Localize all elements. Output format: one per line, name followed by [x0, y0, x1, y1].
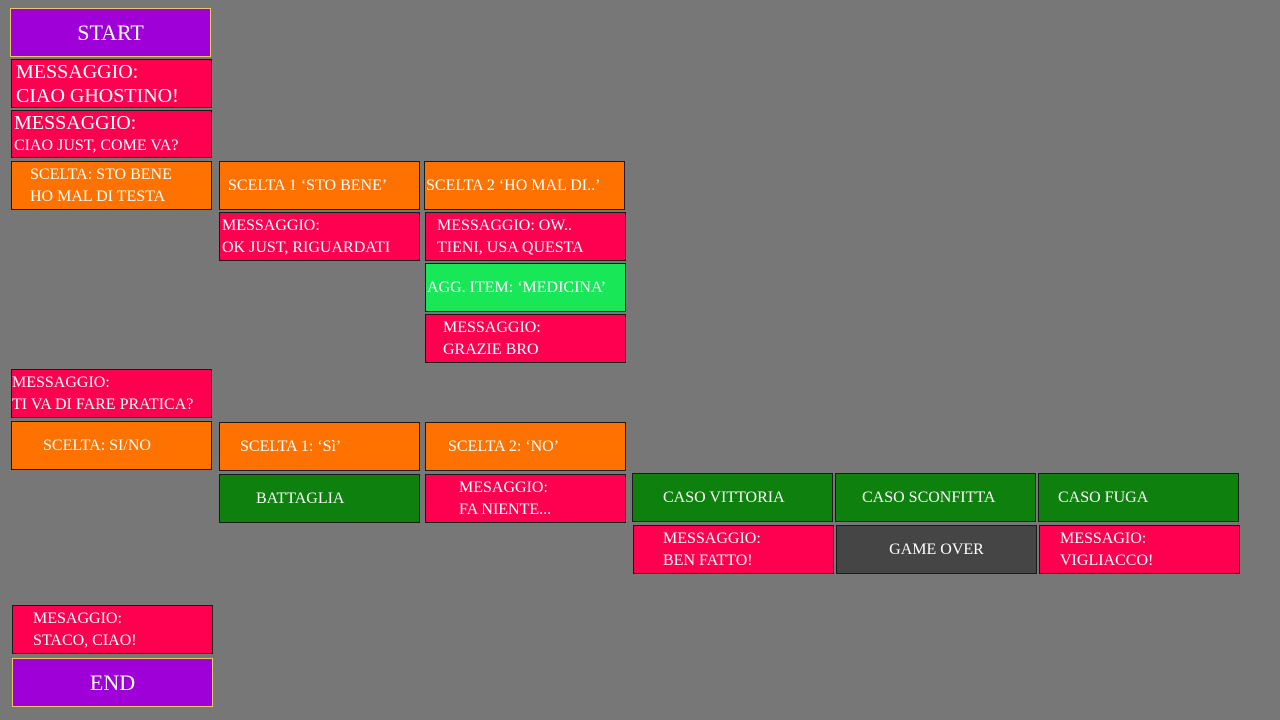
choice-2-no-node: SCELTA 2: ‘NO’ [425, 422, 626, 471]
end-label: END [89, 669, 136, 695]
game-over-label: GAME OVER [889, 540, 984, 558]
message-line: TIENI, USA QUESTA [437, 238, 584, 256]
message-line: MESSAGGIO: [12, 373, 110, 391]
message-pratica-node: MESSAGGIO: TI VA DI FARE PRATICA? [11, 369, 212, 418]
case-label: CASO VITTORIA [663, 488, 785, 506]
end-node: END [12, 658, 213, 707]
message-line: CIAO GHOSTINO! [16, 84, 179, 107]
start-node: START [10, 8, 211, 57]
message-line: TI VA DI FARE PRATICA? [12, 395, 194, 413]
choice-si-no-node: SCELTA: SI/NO [11, 421, 212, 470]
choice-line: SCELTA: SI/NO [43, 436, 151, 454]
message-ciao-ghostino-node: MESSAGGIO: CIAO GHOSTINO! [11, 59, 212, 108]
message-line: MESSAGGIO: [14, 112, 137, 134]
start-label: START [77, 19, 144, 45]
message-line: OK JUST, RIGUARDATI [222, 238, 391, 256]
message-ciao-just-node: MESSAGGIO: CIAO JUST, COME VA? [11, 110, 212, 158]
case-escape-node: CASO FUGA [1038, 473, 1239, 522]
message-ben-fatto-node: MESSAGGIO: BEN FATTO! [633, 525, 834, 574]
choice-1-si-node: SCELTA 1: ‘Sì’ [219, 422, 420, 471]
message-line: MESSAGGIO: OW.. [437, 216, 572, 234]
message-line: MESSAGGIO: [663, 529, 761, 547]
choice-line: SCELTA 1 ‘STO BENE’ [228, 176, 388, 194]
choice-line: HO MAL DI TESTA [30, 187, 166, 205]
message-line: MESSAGGIO: [443, 318, 541, 336]
battle-node: BATTAGLIA [219, 474, 420, 523]
battle-label: BATTAGLIA [256, 489, 345, 507]
message-fa-niente-node: MESAGGIO: FA NIENTE... [425, 474, 626, 523]
case-defeat-node: CASO SCONFITTA [835, 473, 1036, 522]
choice-line: SCELTA: STO BENE [30, 165, 172, 183]
game-over-node: GAME OVER [836, 525, 1037, 574]
item-label: AGG. ITEM: ‘MEDICINA’ [427, 278, 607, 296]
message-line: MESSAGGIO: [16, 60, 139, 83]
message-line: MESSAGGIO: [222, 216, 320, 234]
message-line: VIGLIACCO! [1060, 551, 1154, 569]
add-item-medicina-node: AGG. ITEM: ‘MEDICINA’ [425, 263, 626, 312]
message-vigliacco-node: MESSAGIO: VIGLIACCO! [1039, 525, 1240, 574]
message-line: BEN FATTO! [663, 551, 753, 569]
message-line: MESAGGIO: [33, 609, 122, 627]
choice-2-mal-di-node: SCELTA 2 ‘HO MAL DI..’ [424, 161, 625, 210]
message-line: GRAZIE BRO [443, 340, 539, 358]
case-label: CASO FUGA [1058, 488, 1149, 506]
message-line: FA NIENTE... [459, 500, 552, 518]
message-line: MESAGGIO: [459, 478, 548, 496]
choice-line: SCELTA 2: ‘NO’ [448, 437, 560, 455]
choice-sto-bene-mal-di-testa-node: SCELTA: STO BENE HO MAL DI TESTA [11, 161, 212, 210]
case-victory-node: CASO VITTORIA [632, 473, 833, 522]
message-line: MESSAGIO: [1060, 529, 1147, 547]
choice-line: SCELTA 2 ‘HO MAL DI..’ [426, 176, 601, 194]
case-label: CASO SCONFITTA [862, 488, 996, 506]
message-grazie-node: MESSAGGIO: GRAZIE BRO [425, 314, 626, 363]
choice-line: SCELTA 1: ‘Sì’ [240, 437, 342, 455]
message-riguardati-node: MESSAGGIO: OK JUST, RIGUARDATI [219, 212, 420, 261]
message-line: CIAO JUST, COME VA? [14, 137, 179, 154]
message-ow-node: MESSAGGIO: OW.. TIENI, USA QUESTA [425, 212, 626, 261]
choice-1-sto-bene-node: SCELTA 1 ‘STO BENE’ [219, 161, 420, 210]
message-staco-ciao-node: MESAGGIO: STACO, CIAO! [12, 605, 213, 654]
message-line: STACO, CIAO! [33, 631, 137, 649]
